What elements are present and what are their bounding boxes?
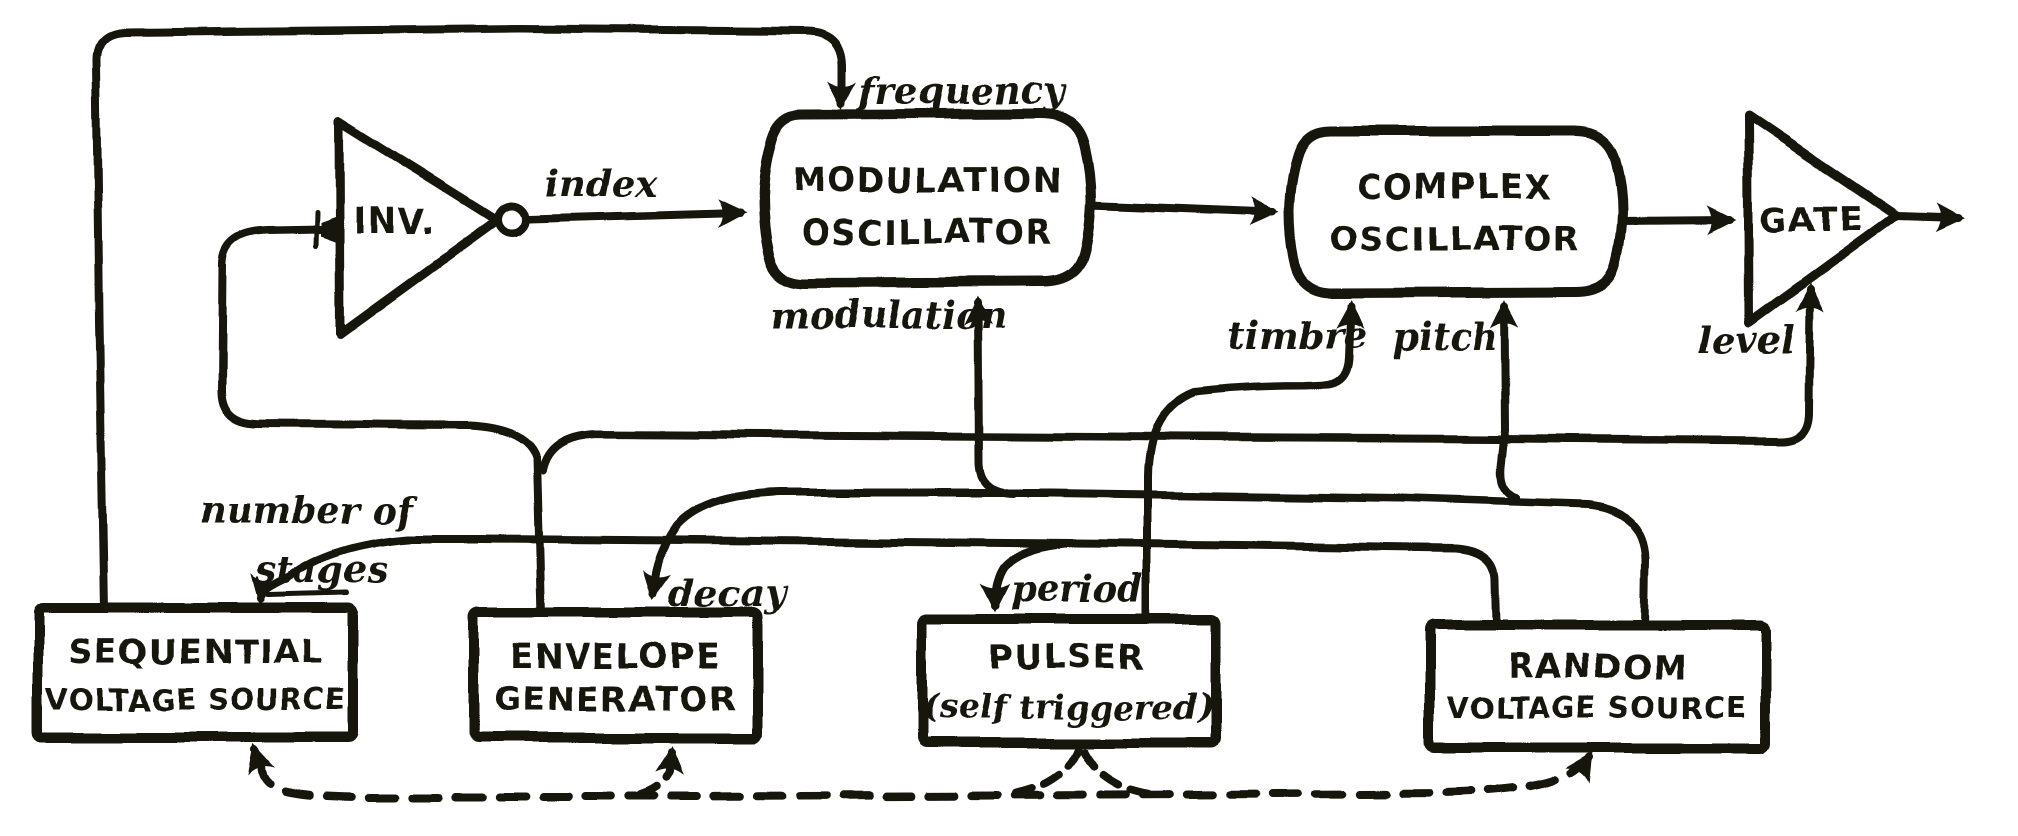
modulation-label: modulation — [770, 293, 1007, 337]
module-box-gate — [1743, 111, 1901, 328]
stages-underline — [265, 590, 350, 598]
modulation-oscillator-label-line1: MODULATION — [791, 161, 1063, 201]
wire-svs-to-frequency — [92, 25, 856, 616]
wire-modosc-to-complexosc — [1085, 196, 1279, 226]
module-box-complex-oscillator — [1284, 126, 1627, 298]
wire-eg-output-to-inverter — [217, 225, 545, 619]
wire-rvs-bus-to-decay — [642, 489, 1650, 632]
pitch-label: pitch — [1392, 315, 1498, 359]
module-box-random-voltage-source — [1425, 620, 1770, 753]
frequency-label: frequency — [855, 69, 1067, 113]
labels: INV. MODULATION OSCILLATOR COMPLEX OSCIL… — [46, 69, 1864, 728]
gate-label: GATE — [1760, 200, 1864, 240]
wire-complexosc-to-gate — [1614, 205, 1737, 235]
module-box-envelope-generator — [468, 607, 762, 743]
sequential-voltage-source-label-line2: VOLTAGE SOURCE — [46, 683, 346, 717]
index-label: index — [545, 161, 658, 205]
module-boxes — [33, 109, 1901, 753]
wire-trigger-pulser-right-leg — [1080, 748, 1161, 799]
complex-oscillator-label-line1: COMPLEX — [1358, 167, 1552, 207]
trigger-arrow-into-svs — [247, 743, 275, 776]
trigger-arrows — [247, 743, 1594, 784]
trigger-arrow-into-eg — [654, 745, 683, 776]
random-voltage-source-label-line1: RANDOM — [1507, 647, 1688, 687]
trigger-arrow-into-rvs — [1565, 751, 1594, 784]
inverter-input-plug-icon — [312, 209, 319, 249]
wire-pulser-to-timbre — [1143, 299, 1365, 626]
number-of-stages-label-line2: stages — [255, 548, 388, 592]
inverter-bubble-icon — [494, 201, 530, 237]
wire-inverter-to-index — [525, 199, 747, 229]
decay-label: decay — [668, 571, 788, 615]
inverter-input-plug-cone — [320, 215, 339, 243]
envelope-generator-label-line2: GENERATOR — [493, 680, 737, 720]
wire-eg-output-to-gate-level — [539, 283, 1825, 474]
module-box-inverter — [334, 116, 502, 339]
modulation-oscillator-label-line2: OSCILLATOR — [801, 213, 1052, 253]
sequential-voltage-source-label-line1: SEQUENTIAL — [69, 632, 324, 672]
wire-rvs-bus-to-number-of-stages — [251, 535, 1501, 630]
wire-gate-output — [1892, 202, 1965, 232]
timbre-label: timbre — [1228, 313, 1367, 357]
wire-branch-to-period — [980, 540, 1069, 613]
period-label: period — [1010, 567, 1144, 611]
wire-branch-to-pitch — [1490, 299, 1520, 501]
wire-trigger-pulser-left-leg — [1012, 746, 1082, 797]
wire-trigger-eg-branch — [636, 768, 673, 799]
inverter-label: INV. — [354, 202, 436, 242]
wires — [92, 25, 1965, 801]
wire-trigger-bus-dashed — [257, 756, 1584, 801]
ink-layer: INV. MODULATION OSCILLATOR COMPLEX OSCIL… — [33, 25, 1965, 801]
level-label: level — [1698, 318, 1795, 362]
wire-branch-to-modulation — [963, 295, 1016, 498]
module-box-pulser — [917, 614, 1220, 748]
random-voltage-source-label-line2: VOLTAGE SOURCE — [1447, 691, 1747, 725]
module-box-modulation-oscillator — [758, 109, 1096, 288]
number-of-stages-label-line1: number of — [198, 488, 419, 532]
module-box-sequential-voltage-source — [33, 603, 358, 743]
complex-oscillator-label-line2: OSCILLATOR — [1329, 220, 1580, 260]
pulser-label-line1: PULSER — [989, 638, 1146, 678]
envelope-generator-label-line1: ENVELOPE — [510, 637, 721, 677]
pulser-label-line2: (self triggered) — [922, 688, 1213, 728]
